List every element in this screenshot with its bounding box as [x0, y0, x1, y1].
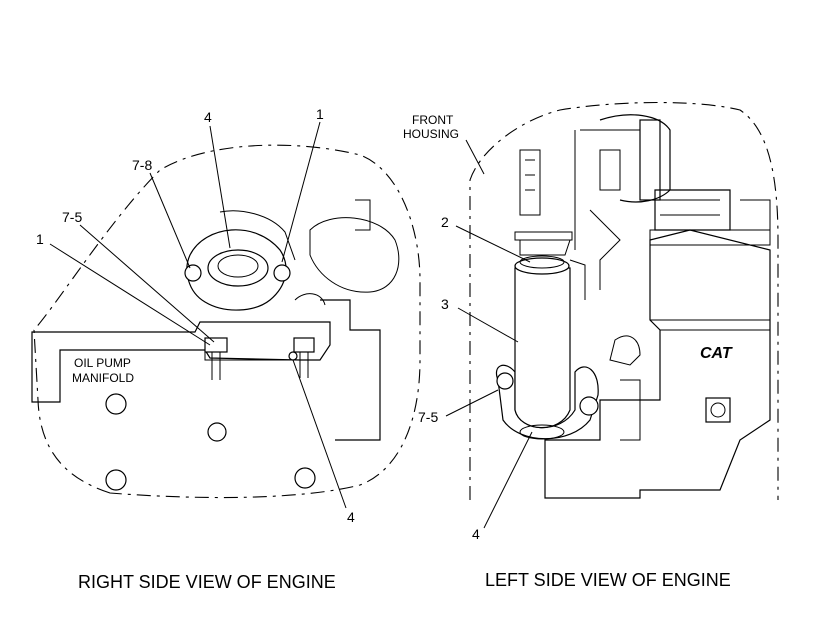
block-curve	[294, 293, 326, 306]
manifold-bolt-left	[204, 337, 228, 353]
filter-head	[519, 239, 571, 256]
leader-3	[457, 307, 519, 343]
flange-neck	[219, 210, 296, 261]
callout-7-5: 7-5	[62, 209, 82, 225]
filter-tube	[569, 259, 586, 300]
side-fitting	[609, 335, 641, 366]
callout-2: 2	[441, 214, 449, 230]
leader-7-5-right	[445, 389, 499, 417]
base-bolt-left	[496, 372, 514, 390]
block-plug-inner	[710, 402, 726, 418]
block-plug	[705, 397, 731, 423]
head-gasket	[649, 229, 771, 246]
left-lever	[519, 149, 541, 216]
leader-4-right	[483, 431, 533, 529]
upper-housing	[599, 114, 671, 203]
block-bolt-1	[105, 393, 127, 415]
callout-4-right: 4	[472, 526, 480, 542]
leader-4-bottom	[292, 359, 347, 509]
callout-1-top: 1	[316, 106, 324, 122]
cat-logo: CAT	[700, 345, 733, 362]
oil-pump-label-line1: OIL PUMP	[74, 356, 131, 370]
leader-4-top	[209, 125, 231, 249]
left-side-view: 2 3 7-5 4 FRONT HOUSING CAT LEFT SIDE VI…	[403, 101, 779, 590]
drain-plug	[288, 351, 298, 361]
manifold-bolt-right	[293, 337, 315, 353]
upper-pipe	[639, 119, 661, 201]
right-caption: LEFT SIDE VIEW OF ENGINE	[485, 570, 731, 590]
head-fins	[660, 199, 720, 216]
engine-block-body	[544, 229, 771, 499]
block-rib	[355, 199, 371, 231]
block-bolt-2	[207, 422, 227, 442]
leader-front-housing	[465, 139, 485, 175]
manifold-lip	[204, 350, 320, 361]
block-boss	[309, 217, 400, 293]
base-bolt-right	[579, 396, 599, 416]
leader-7-8	[149, 172, 191, 269]
outlet-port	[207, 249, 269, 287]
upper-block	[599, 149, 621, 191]
outlet-flange	[186, 229, 287, 311]
front-housing-label-line1: FRONT	[412, 113, 454, 127]
callout-4-bottom: 4	[347, 509, 355, 525]
outlet-port-inner	[217, 254, 259, 278]
leader-2	[455, 225, 531, 263]
right-side-view: 4 1 7-8 7-5 1 4 OIL PUMP MANIFOLD RIGHT …	[31, 106, 421, 592]
callout-7-8: 7-8	[132, 157, 152, 173]
engine-block-outline	[33, 144, 421, 499]
left-lever-marks	[525, 159, 535, 191]
oil-filter-gasket	[519, 255, 565, 269]
callout-7-5-right: 7-5	[418, 409, 438, 425]
leader-1-left	[49, 243, 211, 346]
oil-filter-canister	[514, 267, 571, 429]
flange-bolt-right	[273, 264, 291, 282]
flange-bolt-left	[184, 264, 202, 282]
oil-filter-top	[514, 257, 570, 275]
front-housing-label-line2: HOUSING	[403, 127, 459, 141]
front-housing-outline	[469, 101, 779, 500]
oil-pump-label-line2: MANIFOLD	[72, 371, 134, 385]
block-side-detail	[320, 299, 381, 441]
right-edge-block	[740, 199, 771, 245]
callout-4-top: 4	[204, 109, 212, 125]
left-caption: RIGHT SIDE VIEW OF ENGINE	[78, 572, 336, 592]
callout-1-left: 1	[36, 231, 44, 247]
leader-1-top	[281, 121, 321, 263]
leader-7-5	[79, 224, 215, 343]
callout-3: 3	[441, 296, 449, 312]
cylinder-head-block	[654, 189, 731, 231]
block-bolt-4	[294, 467, 316, 489]
filter-bottom-seal	[519, 424, 565, 440]
lower-rib	[620, 379, 641, 441]
block-bolt-3	[105, 469, 127, 491]
filter-head-cap	[514, 231, 573, 241]
bracket-arm	[589, 209, 621, 290]
